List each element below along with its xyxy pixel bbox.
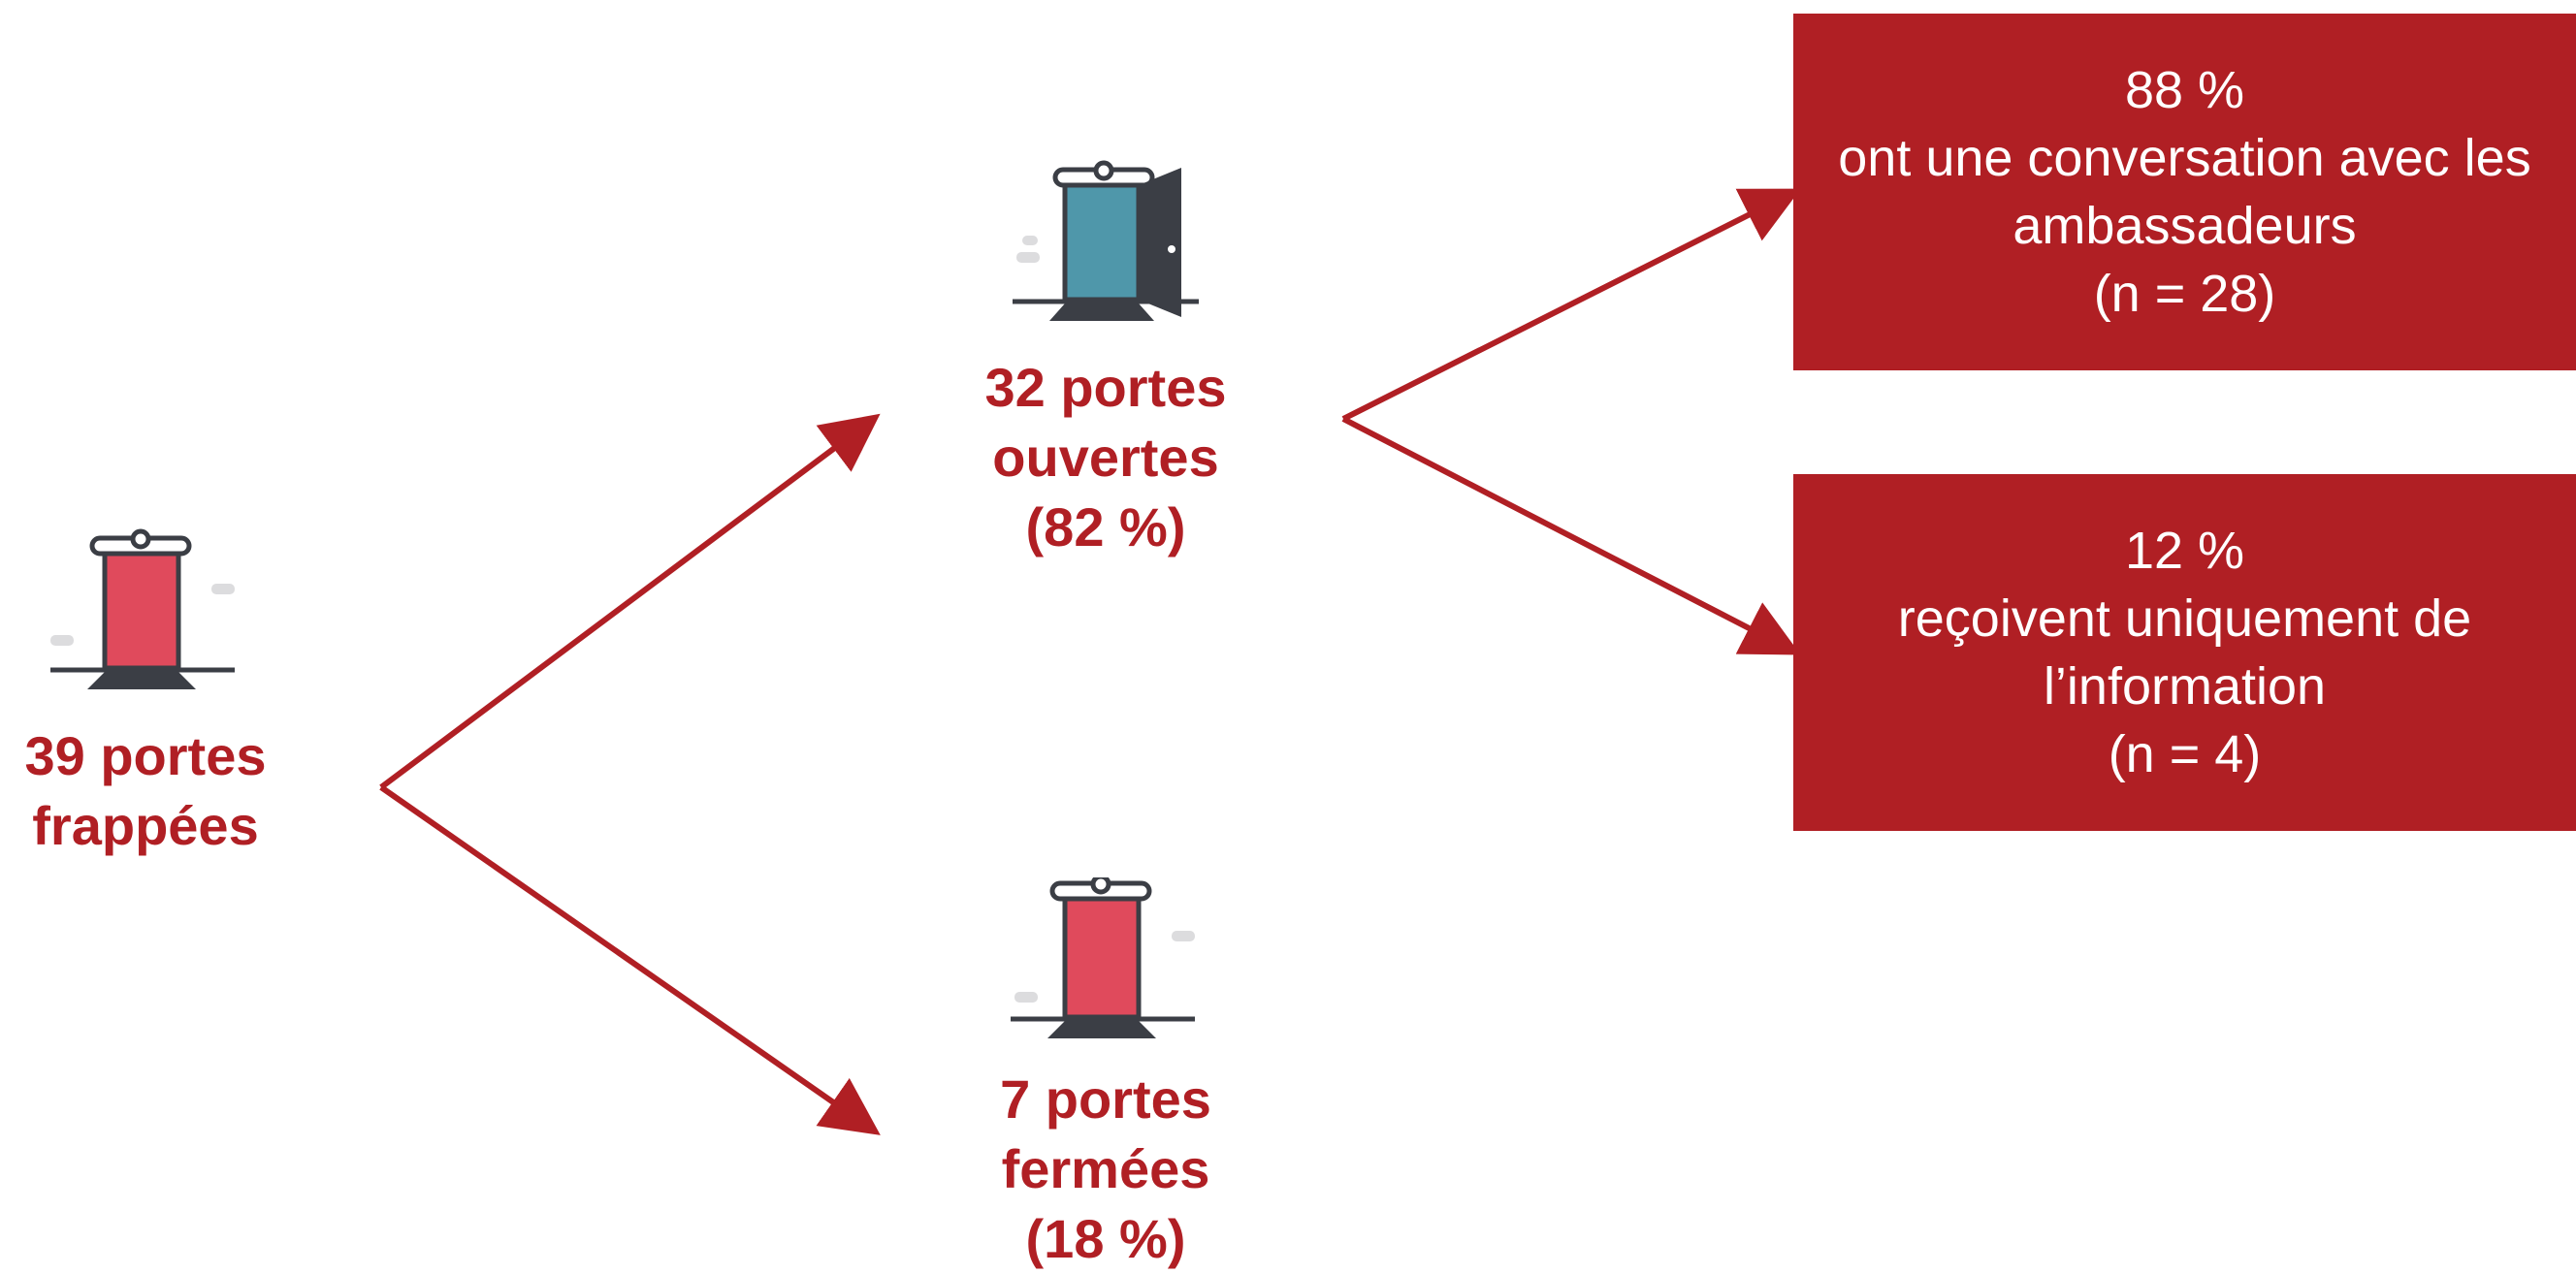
root-line-1: 39 portes — [24, 725, 267, 786]
open-doors-line-3: (82 %) — [1025, 496, 1186, 557]
conversation-percent: 88 % — [2124, 61, 2245, 119]
conversation-text-line-1: ont une conversation avec les — [1838, 129, 2531, 187]
arrow-root-to-closed — [379, 784, 881, 1135]
closed-door-icon — [1011, 877, 1195, 1038]
closed-doors-line-1: 7 portes — [1000, 1068, 1211, 1130]
root-line-2: frappées — [32, 795, 259, 856]
information-text-line-1: reçoivent uniquement de — [1897, 589, 2472, 648]
open-door-icon — [1013, 160, 1199, 321]
closed-doors-line-3: (18 %) — [1025, 1208, 1186, 1269]
arrow-open-to-conversation — [1341, 188, 1801, 422]
arrow-open-to-information — [1341, 416, 1801, 655]
closed-doors-label: 7 portes fermées (18 %) — [931, 1065, 1280, 1274]
information-count: (n = 4) — [2108, 725, 2262, 783]
closed-doors-line-2: fermées — [1001, 1138, 1210, 1199]
information-percent: 12 % — [2124, 522, 2245, 580]
information-text-line-2: l’information — [2043, 657, 2327, 716]
open-doors-line-1: 32 portes — [984, 357, 1227, 418]
conversation-outcome-box: 88 % ont une conversation avec les ambas… — [1793, 14, 2576, 370]
root-node-label: 39 portes frappées — [0, 721, 291, 861]
open-doors-label: 32 portes ouvertes (82 %) — [931, 353, 1280, 562]
arrow-root-to-open — [379, 413, 881, 790]
open-doors-line-2: ouvertes — [992, 427, 1219, 488]
conversation-count: (n = 28) — [2093, 265, 2276, 323]
closed-door-icon — [50, 528, 235, 689]
information-outcome-box: 12 % reçoivent uniquement de l’informati… — [1793, 474, 2576, 831]
conversation-text-line-2: ambassadeurs — [2012, 197, 2357, 255]
